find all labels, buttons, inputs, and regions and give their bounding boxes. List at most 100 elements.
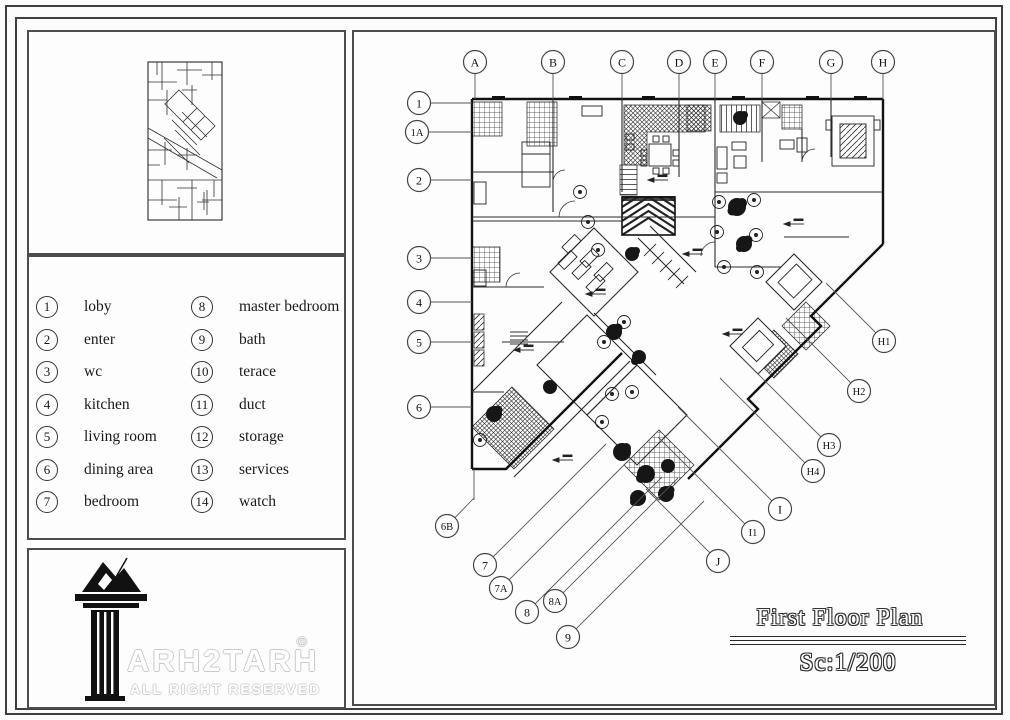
legend-item-number: 12: [191, 426, 213, 448]
legend-item-label: living room: [84, 428, 157, 445]
legend-item-number: 11: [191, 393, 213, 416]
legend-item: 11 duct: [191, 393, 339, 416]
logo-pillar-icon: [75, 557, 147, 701]
svg-text:F: F: [759, 55, 766, 69]
svg-text:H2: H2: [853, 387, 866, 398]
title-rule-3: [730, 644, 966, 645]
legend-item: 14 watch: [191, 491, 339, 513]
drawing-scale: Sc:1/200: [799, 649, 897, 676]
logo-panel: ARH2TARH © ALL RIGHT RESERVED: [27, 548, 346, 709]
legend-item-label: dining area: [84, 460, 154, 478]
legend-item-number: 5: [36, 426, 58, 448]
site-plan-panel: [27, 30, 346, 255]
legend-item: 4 kitchen: [36, 393, 157, 416]
grid-marker-D: D: [666, 49, 692, 99]
outer-border: [5, 5, 1003, 715]
legend-item-number: 10: [191, 361, 213, 383]
svg-text:A: A: [471, 55, 480, 69]
svg-text:9: 9: [565, 630, 571, 644]
grid-marker-J: J: [645, 488, 731, 574]
legend-item: 1 loby: [36, 296, 157, 318]
logo-copyright: ©: [297, 634, 307, 649]
grid-marker-8A: 8A: [542, 477, 679, 614]
svg-text:1: 1: [416, 96, 422, 110]
legend-item: 7 bedroom: [36, 491, 157, 513]
svg-text:6B: 6B: [441, 522, 453, 533]
grid-marker-H2: H2: [785, 317, 872, 404]
drawing-title: First Floor Plan: [756, 605, 924, 631]
chevron-ramp: [621, 196, 676, 236]
legend-item-label: kitchen: [84, 395, 130, 413]
legend-item-number: 1: [36, 296, 58, 318]
svg-text:7: 7: [482, 558, 488, 572]
grid-marker-2: 2: [406, 167, 472, 193]
legend-item-label: bedroom: [84, 493, 140, 510]
legend-item-number: 2: [36, 328, 58, 351]
legend-item-number: 3: [36, 361, 58, 383]
site-plan-thumbnail: [147, 61, 223, 221]
grid-marker-5: 5: [406, 329, 472, 355]
furniture: [473, 105, 881, 363]
legend-item: 8 master bedroom: [191, 296, 339, 318]
title-rule-1: [730, 636, 966, 637]
grid-marker-E: E: [702, 49, 728, 99]
legend-item-label: bath: [239, 330, 266, 348]
trees: [486, 111, 753, 506]
legend-item: 3 wc: [36, 361, 157, 383]
svg-text:8: 8: [524, 605, 530, 619]
legend-item-label: services: [239, 460, 289, 478]
stair-steps: [510, 243, 689, 345]
legend-item: 9 bath: [191, 328, 339, 351]
legend-item-label: master bedroom: [239, 298, 340, 315]
grid-marker-G: G: [818, 49, 844, 99]
legend-item-label: enter: [84, 330, 115, 348]
legend-item-label: loby: [84, 298, 112, 315]
grid-marker-H3: H3: [741, 357, 842, 458]
svg-text:D: D: [675, 55, 684, 69]
legend-item-label: wc: [84, 363, 103, 380]
logo-tagline: ALL RIGHT RESERVED: [130, 681, 322, 697]
grid-marker-I: I: [677, 406, 793, 522]
svg-text:4: 4: [416, 295, 422, 309]
grid-marker-C: C: [609, 49, 635, 99]
svg-text:2: 2: [416, 173, 422, 187]
grid-marker-H: H: [870, 49, 896, 99]
svg-text:8A: 8A: [549, 597, 562, 608]
grid-marker-H1: H1: [825, 282, 897, 354]
logo-brand-text: ARH2TARH: [127, 643, 320, 678]
grid-marker-1: 1: [406, 90, 472, 116]
legend-item-number: 7: [36, 491, 58, 513]
svg-text:6: 6: [416, 400, 422, 414]
svg-text:H: H: [879, 55, 888, 69]
svg-text:5: 5: [416, 335, 422, 349]
hatched-areas: [471, 101, 831, 501]
grid-marker-7A: 7A: [488, 460, 629, 601]
legend-item-number: 4: [36, 393, 58, 416]
inner-border: [15, 17, 997, 710]
svg-text:E: E: [711, 55, 718, 69]
legend-item-label: watch: [239, 493, 277, 510]
legend-item-number: 8: [191, 296, 213, 318]
legend-item-number: 9: [191, 328, 213, 351]
grid-marker-8: 8: [514, 476, 663, 625]
grid-marker-1A: 1A: [404, 119, 472, 145]
legend-item: 5 living room: [36, 426, 157, 448]
svg-text:B: B: [549, 55, 557, 69]
svg-text:1A: 1A: [411, 128, 424, 139]
svg-text:7A: 7A: [495, 584, 508, 595]
grid-marker-3: 3: [406, 245, 472, 271]
round-tables: [473, 185, 764, 447]
legend-item-label: duct: [239, 395, 266, 413]
legend-item-number: 14: [191, 491, 213, 513]
svg-text:H1: H1: [878, 337, 891, 348]
